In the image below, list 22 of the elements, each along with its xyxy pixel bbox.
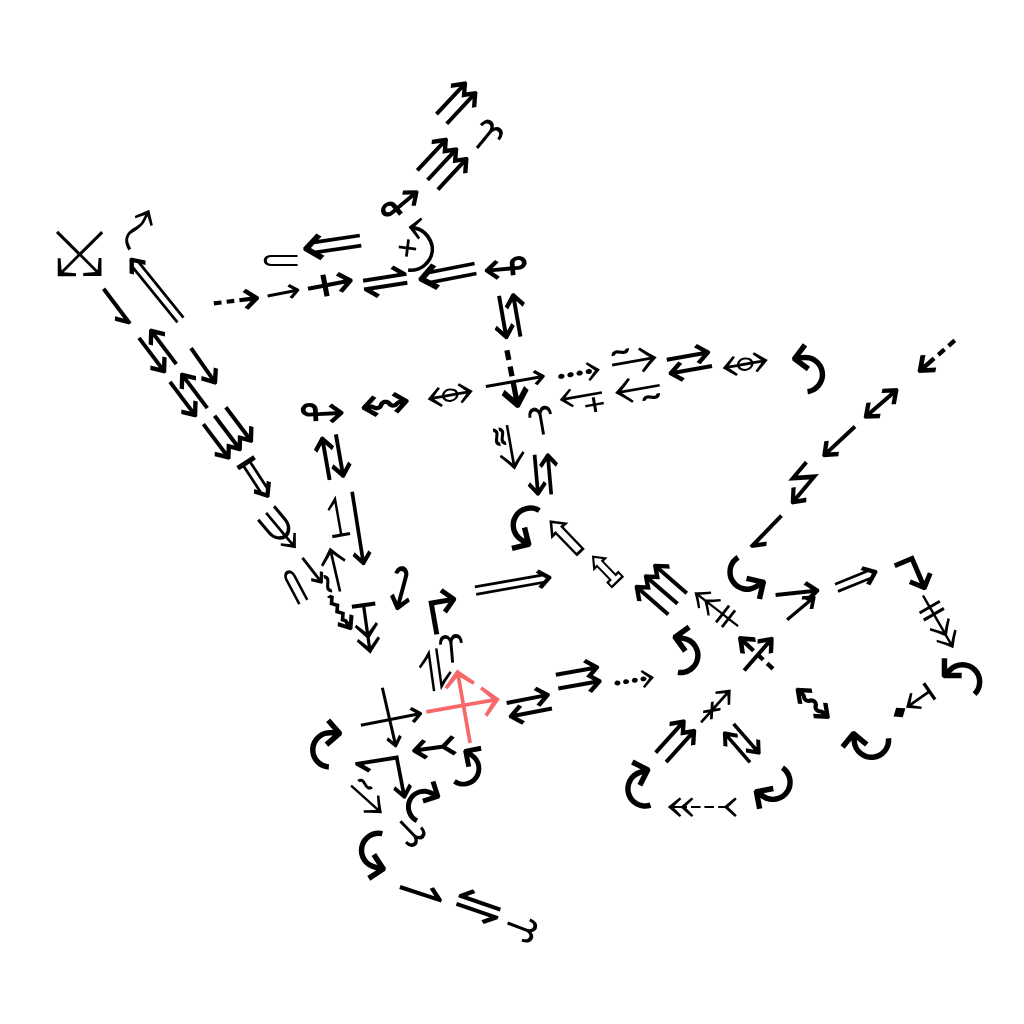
arrow-symbol: ⤟: [879, 670, 941, 730]
arrow-symbol: ↭: [355, 378, 415, 428]
arrow-symbol: ⇅: [309, 430, 357, 486]
arrow-symbol: ↬: [296, 393, 348, 433]
arrow-symbol: ⇄: [714, 713, 772, 771]
arrow-symbol: ⇀: [391, 866, 451, 918]
arrow-symbol: ↭: [782, 670, 846, 734]
arrow-symbol: ⟹: [468, 557, 558, 609]
arrow-symbol: ⇄: [660, 337, 718, 385]
arrow-symbol: ⇠: [901, 320, 971, 390]
arrow-symbol: ↶: [772, 338, 832, 402]
arrow-symbol: ↩: [375, 558, 427, 618]
arrow-symbol: ⇢: [207, 277, 265, 323]
arrow-symbol: ⥈: [421, 368, 479, 416]
arrow-symbol: ⇒: [825, 550, 887, 606]
arrow-symbol: ⇵: [486, 289, 534, 345]
arrow-symbol: ⇶: [628, 560, 692, 622]
arrow-symbol: ⬷: [665, 783, 739, 823]
arrow-symbol: ⤩: [53, 227, 105, 279]
arrow-symbol: ⥈: [716, 337, 774, 385]
arrow-symbol: ⤑: [608, 655, 658, 697]
arrow-symbol: ↫: [480, 247, 532, 289]
